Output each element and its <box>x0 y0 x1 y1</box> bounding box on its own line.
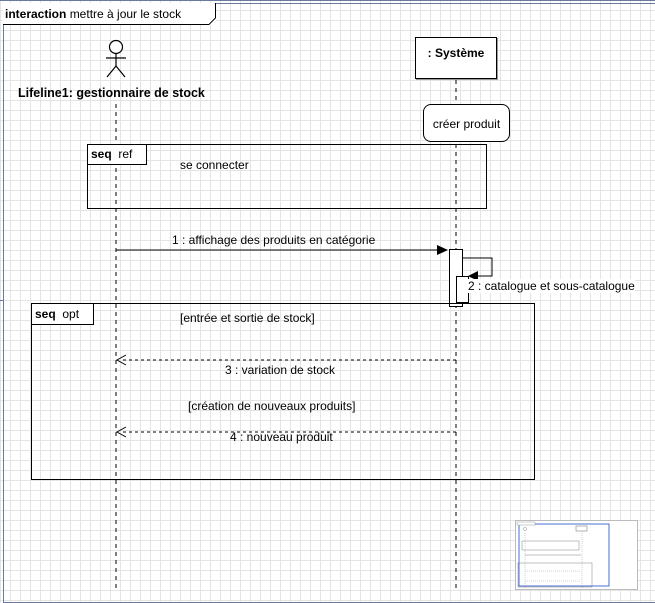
opt-fragment-label: seq opt <box>31 303 95 325</box>
message-3-arrowhead <box>115 354 127 366</box>
message-3-label[interactable]: 3 : variation de stock <box>225 363 336 377</box>
opt-guard-2: [création de nouveaux produits] <box>188 399 356 413</box>
minimap-preview <box>516 521 610 589</box>
ref-fragment[interactable]: seq ref se connecter <box>87 144 487 209</box>
message-2-arrowhead <box>468 271 478 281</box>
opt-keyword: seq <box>35 307 56 321</box>
top-divider-line <box>0 0 655 1</box>
ref-content: se connecter <box>180 158 249 172</box>
opt-operator: opt <box>62 307 80 321</box>
message-1-arrowhead <box>437 245 448 255</box>
message-4-arrowhead <box>115 426 127 438</box>
message-2-label[interactable]: 2 : catalogue et sous-catalogue <box>468 279 635 293</box>
actor-figure <box>106 39 126 78</box>
interaction-keyword: interaction <box>5 7 67 21</box>
interaction-title: mettre à jour le stock <box>69 7 182 21</box>
message-2-arrow <box>461 257 493 277</box>
interaction-tab[interactable]: interaction mettre à jour le stock <box>3 3 216 25</box>
system-participant[interactable]: : Système <box>415 37 497 79</box>
opt-fragment[interactable]: seq opt [entrée et sortie de stock] [cré… <box>31 303 535 480</box>
outline-minimap[interactable] <box>515 520 638 590</box>
system-participant-label: : Système <box>427 46 485 60</box>
ref-fragment-label: seq ref <box>87 144 148 165</box>
ref-operator: ref <box>118 147 133 161</box>
tab-corner <box>208 17 216 25</box>
state-label: créer produit <box>432 117 501 131</box>
message-4-label[interactable]: 4 : nouveau produit <box>230 430 333 444</box>
state-creer-produit[interactable]: créer produit <box>423 104 510 142</box>
message-1-label[interactable]: 1 : affichage des produits en catégorie <box>172 233 376 247</box>
opt-guard-1: [entrée et sortie de stock] <box>180 311 315 325</box>
actor-label: Lifeline1: gestionnaire de stock <box>18 86 205 100</box>
canvas-edge-line <box>0 300 4 301</box>
diagram-lines <box>106 39 493 588</box>
ref-keyword: seq <box>91 147 112 161</box>
